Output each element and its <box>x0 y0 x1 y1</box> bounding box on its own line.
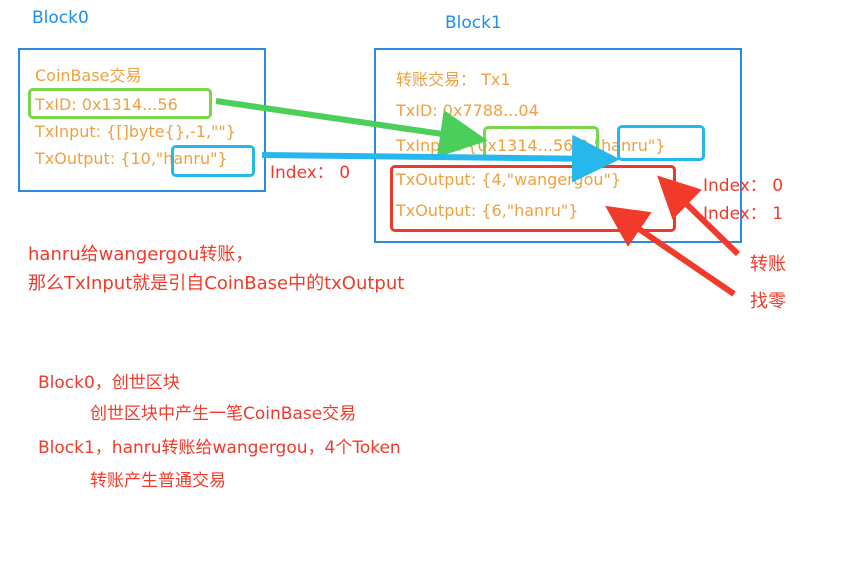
block1-txoutput-0: TxOutput: {4,"wangergou"} <box>396 170 622 189</box>
block1-txoutput-1: TxOutput: {6,"hanru"} <box>396 201 579 220</box>
block0-txid-highlight <box>28 88 212 119</box>
summary-line-3: Block1，hanru转账给wangergou，4个Token <box>38 438 401 458</box>
green-ref-arrow <box>215 98 488 158</box>
block0-index-label: Index： 0 <box>270 163 351 183</box>
change-label: 找零 <box>750 291 786 312</box>
block0-txinput: TxInput: {[]byte{},-1,""} <box>35 122 236 141</box>
block0-hanru-highlight <box>171 145 255 177</box>
block0-txoutput: TxOutput: {10,"hanru"} <box>35 149 228 168</box>
note-line-2: 那么TxInput就是引自CoinBase中的txOutput <box>28 273 405 294</box>
block1-frame <box>374 48 742 243</box>
summary-line-1: Block0，创世区块 <box>38 373 180 393</box>
summary-line-4: 转账产生普通交易 <box>90 471 226 491</box>
transfer-label: 转账 <box>750 254 786 275</box>
block1-index-1: Index： 1 <box>703 204 784 224</box>
block1-transfer-label: 转账交易： Tx1 <box>396 70 511 89</box>
block0-txid: TxID: 0x1314...56 <box>35 95 178 114</box>
cyan-ref-arrow <box>261 134 620 183</box>
block1-index-0: Index： 0 <box>703 176 784 196</box>
block0-title: Block0 <box>32 8 89 28</box>
change-arrow <box>605 205 736 297</box>
transfer-arrow <box>657 175 741 257</box>
summary-line-2: 创世区块中产生一笔CoinBase交易 <box>90 404 357 424</box>
note-line-1: hanru给wangergou转账， <box>28 244 254 265</box>
block0-coinbase-label: CoinBase交易 <box>35 66 142 85</box>
block0-frame <box>18 48 266 192</box>
block1-title: Block1 <box>445 13 502 33</box>
